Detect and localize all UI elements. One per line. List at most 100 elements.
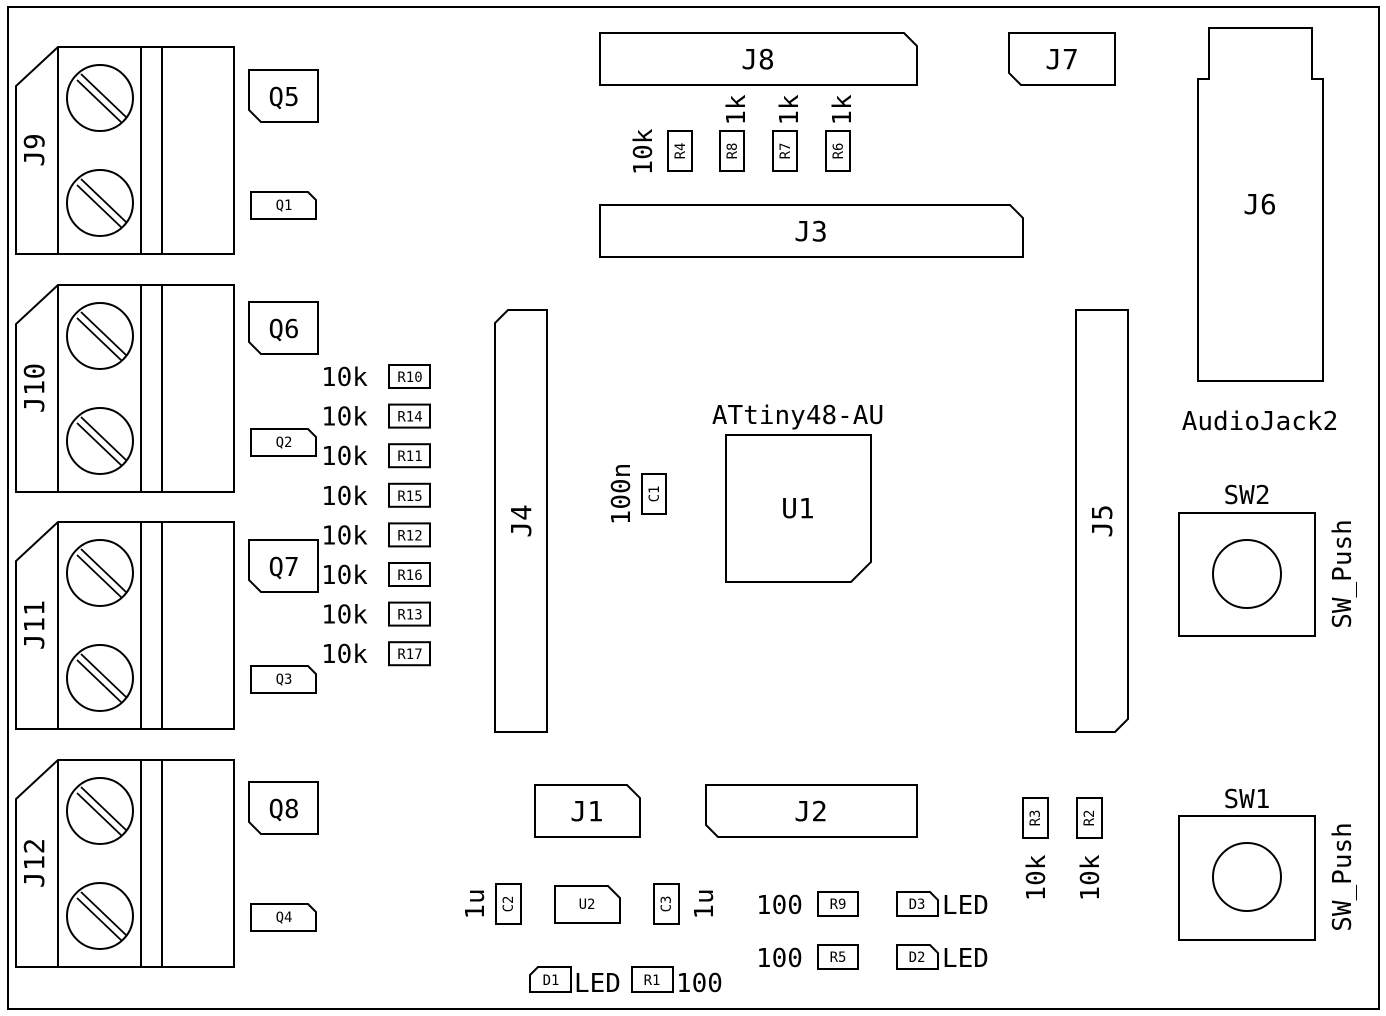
transistor-q6: Q6 <box>248 301 319 355</box>
transistor-label: Q5 <box>268 83 299 113</box>
resistor-r12: 10k R12 <box>321 521 431 551</box>
resistor-r7: R7 1k <box>772 94 805 172</box>
resistor-ref: R16 <box>397 568 422 584</box>
header-label: J4 <box>505 504 538 538</box>
resistor-ref: R4 <box>673 143 689 160</box>
header-j8: J8 <box>599 32 918 86</box>
jack-value: AudioJack2 <box>1182 407 1339 437</box>
ic-ref: U2 <box>579 897 596 913</box>
transistor-q2: Q2 <box>250 428 317 457</box>
resistor-ref: R17 <box>397 647 422 663</box>
resistor-ref: R8 <box>725 143 741 160</box>
resistor-r16: 10k R16 <box>321 561 431 591</box>
resistor-r9: 100 R9 <box>756 891 859 921</box>
regulator-u2: U2 <box>554 885 621 924</box>
transistor-q7: Q7 <box>248 539 319 593</box>
resistor-value: 10k <box>321 363 368 393</box>
led-d3: D3 LED <box>896 891 989 921</box>
resistor-ref: R10 <box>397 370 422 386</box>
capacitor-ref: C1 <box>647 486 663 503</box>
resistor-value: 10k <box>321 640 368 670</box>
resistor-ref: R5 <box>830 950 847 966</box>
header-j4: J4 <box>494 309 548 733</box>
resistor-value: 10k <box>1022 854 1052 901</box>
capacitor-value: 1u <box>690 888 720 919</box>
header-j2: J2 <box>705 784 918 838</box>
ic-ref: U1 <box>781 492 815 525</box>
resistor-value: 10k <box>321 521 368 551</box>
resistor-value: 1k <box>775 94 805 126</box>
header-j7: J7 <box>1008 32 1116 86</box>
transistor-q5: Q5 <box>248 69 319 123</box>
resistor-ref: R2 <box>1082 810 1098 827</box>
resistor-value: 10k <box>321 403 368 433</box>
microcontroller-u1: U1 ATtiny48-AU <box>712 401 884 583</box>
resistor-ref: R3 <box>1028 810 1044 827</box>
capacitor-c1: C1 100n <box>607 463 667 526</box>
resistor-r3: R3 10k <box>1022 797 1052 901</box>
transistor-label: Q3 <box>276 672 293 688</box>
led-d1: D1 LED <box>529 966 621 999</box>
terminal-label: J12 <box>18 838 51 889</box>
resistor-r8: R8 1k <box>719 94 752 172</box>
resistor-value: 100 <box>756 944 803 974</box>
transistor-label: Q6 <box>268 315 299 345</box>
audio-jack-j6: J6 AudioJack2 <box>1182 27 1339 437</box>
header-j1: J1 <box>534 784 641 838</box>
capacitor-value: 100n <box>607 463 637 526</box>
terminal-label: J10 <box>18 363 51 414</box>
header-label: J8 <box>741 43 775 76</box>
resistor-r2: R2 10k <box>1076 797 1106 901</box>
resistor-value: 10k <box>629 128 659 175</box>
resistor-ref: R13 <box>397 608 422 624</box>
header-label: J3 <box>794 215 828 248</box>
resistor-r15: 10k R15 <box>321 482 431 512</box>
resistor-value: 100 <box>756 891 803 921</box>
header-label: J2 <box>794 795 828 828</box>
resistor-ref: R9 <box>830 897 847 913</box>
led-value: LED <box>942 891 989 921</box>
resistor-value: 10k <box>321 442 368 472</box>
resistor-ref: R6 <box>831 143 847 160</box>
transistor-label: Q2 <box>276 435 293 451</box>
resistor-r5: 100 R5 <box>756 944 859 974</box>
terminal-label: J9 <box>18 133 51 167</box>
switch-value: SW_Push <box>1328 822 1358 932</box>
led-ref: D3 <box>909 897 926 913</box>
board-outline <box>7 6 1380 1010</box>
switch-ref: SW2 <box>1224 481 1271 511</box>
header-j3: J3 <box>599 204 1024 258</box>
transistor-q1: Q1 <box>250 191 317 220</box>
resistor-r13: 10k R13 <box>321 601 431 631</box>
header-label: J1 <box>570 795 604 828</box>
resistor-ref: R12 <box>397 528 422 544</box>
resistor-r1: R1 100 <box>631 966 723 999</box>
resistor-value: 10k <box>321 601 368 631</box>
resistor-r10: 10k R10 <box>321 363 431 393</box>
header-label: J5 <box>1086 504 1119 538</box>
led-ref: D2 <box>909 950 926 966</box>
resistor-ref: R1 <box>644 973 661 989</box>
resistor-value: 1k <box>722 94 752 126</box>
terminal-j10: J10 <box>15 284 235 493</box>
switch-sw1: SW1 SW_Push <box>1178 785 1358 941</box>
resistor-value: 10k <box>321 482 368 512</box>
capacitor-ref: C2 <box>501 896 517 913</box>
led-value: LED <box>574 969 621 999</box>
capacitor-ref: C3 <box>659 896 675 913</box>
resistor-value: 10k <box>321 561 368 591</box>
transistor-label: Q8 <box>268 795 299 825</box>
led-d2: D2 LED <box>896 944 989 974</box>
header-label: J7 <box>1045 43 1079 76</box>
resistor-r14: 10k R14 <box>321 403 431 433</box>
led-value: LED <box>942 944 989 974</box>
switch-ref: SW1 <box>1224 785 1271 815</box>
resistor-r4: R4 10k <box>629 128 693 175</box>
switch-value: SW_Push <box>1328 519 1358 629</box>
header-j5: J5 <box>1075 309 1129 733</box>
transistor-q3: Q3 <box>250 665 317 694</box>
resistor-ref: R11 <box>397 449 422 465</box>
resistor-r17: 10k R17 <box>321 640 431 670</box>
transistor-q8: Q8 <box>248 781 319 835</box>
